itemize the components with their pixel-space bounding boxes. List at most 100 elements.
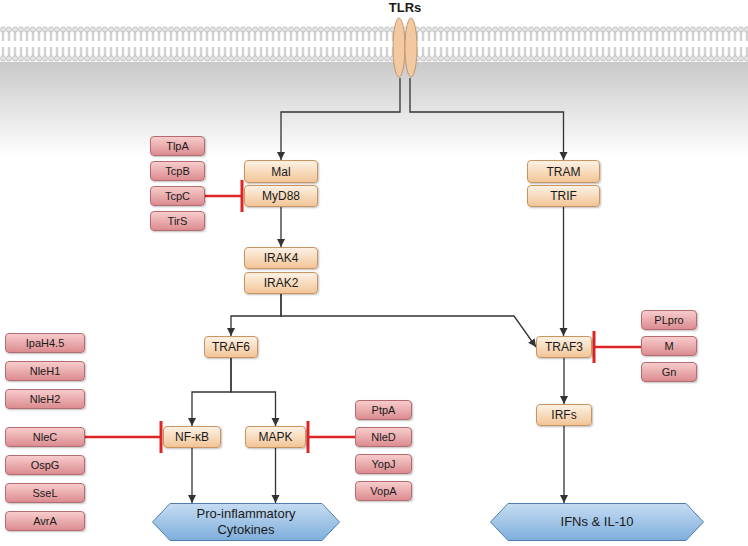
- node-label: TlpA: [166, 140, 189, 152]
- effector-box: PtpA: [355, 400, 412, 420]
- effector-box: TirS: [150, 211, 205, 231]
- effector-box: NleD: [355, 427, 412, 447]
- node-label: MAPK: [258, 430, 292, 444]
- node-label: IRAK2: [264, 276, 299, 290]
- effector-box: IpaH4.5: [5, 333, 85, 353]
- node-label: SseL: [32, 487, 57, 499]
- activation-connector: [281, 78, 400, 160]
- node-label: TcpC: [165, 190, 190, 202]
- activation-connector: [563, 207, 564, 336]
- signaling-protein-box: Mal: [244, 160, 318, 183]
- cytoplasm-shade: [0, 62, 748, 157]
- node-label: IFNs & IL-10: [561, 514, 634, 530]
- node-label: IRAK4: [264, 251, 299, 265]
- receptor: TLRs: [383, 0, 427, 78]
- connector-line: [192, 358, 231, 426]
- node-label: TRAF6: [212, 340, 250, 354]
- node-label: Gn: [662, 366, 677, 378]
- effector-box: TlpA: [150, 136, 205, 156]
- activation-connector: [275, 448, 276, 503]
- inhibition-connector: [308, 421, 355, 453]
- connector-line: [563, 207, 564, 336]
- signaling-protein-box: TRAF6: [204, 336, 258, 358]
- node-label: PLpro: [654, 314, 683, 326]
- node-label: OspG: [31, 459, 60, 471]
- node-label: IRFs: [551, 408, 576, 422]
- activation-connector: [564, 426, 565, 503]
- node-label: M: [664, 340, 673, 352]
- activation-connector: [281, 294, 536, 347]
- connector-line: [231, 358, 276, 426]
- connector-line: [191, 448, 192, 503]
- node-label: TRIF: [550, 189, 577, 203]
- effector-box: M: [641, 336, 697, 356]
- signaling-protein-box: IRAK2: [244, 272, 318, 294]
- connector-line: [85, 436, 161, 439]
- node-label: Pro-inflammatory Cytokines: [181, 506, 311, 537]
- effector-box: PLpro: [641, 310, 697, 330]
- inhibition-bar: [593, 331, 596, 363]
- effector-box: NleH1: [5, 361, 85, 381]
- inhibition-connector: [594, 331, 641, 363]
- signaling-protein-box: IRAK4: [244, 247, 318, 269]
- effector-box: OspG: [5, 455, 85, 475]
- node-label: PtpA: [372, 404, 396, 416]
- node-label: NleD: [371, 431, 395, 443]
- activation-connector: [410, 78, 564, 160]
- connector-line: [281, 294, 536, 347]
- inhibition-bar: [307, 421, 310, 453]
- connector-line: [281, 78, 400, 160]
- node-label: NF-κB: [175, 430, 209, 444]
- activation-connector: [281, 207, 282, 247]
- connector-line: [563, 426, 564, 503]
- connector-line: [231, 294, 281, 336]
- inhibition-connector: [85, 421, 161, 453]
- signaling-protein-box: MAPK: [245, 426, 306, 448]
- activation-connector: [192, 448, 193, 503]
- receptor-chain: [393, 18, 405, 77]
- connector-line: [308, 436, 355, 439]
- effector-box: TcpB: [150, 161, 205, 181]
- effector-box: NleC: [5, 427, 85, 447]
- hexagon-outline: [153, 504, 340, 541]
- signaling-protein-box: TRAM: [527, 160, 600, 183]
- output-hexagon: IFNs & IL-10: [490, 503, 704, 541]
- effector-box: AvrA: [5, 511, 85, 531]
- node-label: TLRs: [389, 0, 422, 15]
- node-label: TRAM: [547, 165, 581, 179]
- effector-box: YopJ: [355, 454, 412, 474]
- effector-box: Gn: [641, 362, 697, 382]
- node-label: MyD88: [262, 189, 300, 203]
- connector-line: [563, 358, 564, 404]
- signaling-protein-box: NF-κB: [163, 426, 221, 448]
- node-label: NleH1: [30, 365, 61, 377]
- connector-line: [205, 195, 242, 198]
- hexagon-outline: [491, 504, 704, 541]
- connector-line: [280, 207, 281, 247]
- connector-line: [594, 346, 641, 349]
- node-label: TcpB: [165, 165, 189, 177]
- activation-connector: [231, 358, 276, 426]
- node-label: NleH2: [30, 393, 61, 405]
- signaling-protein-box: TRIF: [527, 185, 600, 207]
- node-label: IpaH4.5: [26, 337, 65, 349]
- signaling-protein-box: TRAF3: [536, 336, 592, 358]
- connector-line: [410, 78, 564, 160]
- output-hexagon: Pro-inflammatory Cytokines: [152, 503, 340, 541]
- effector-box: TcpC: [150, 186, 205, 206]
- receptor-chain: [405, 18, 417, 77]
- signaling-protein-box: MyD88: [244, 185, 318, 207]
- node-label: NleC: [33, 431, 57, 443]
- activation-connector: [231, 294, 281, 336]
- effector-box: SseL: [5, 483, 85, 503]
- lipid-bilayer: [0, 26, 748, 62]
- signaling-protein-box: IRFs: [536, 404, 592, 426]
- node-label: TirS: [168, 215, 188, 227]
- effector-box: NleH2: [5, 389, 85, 409]
- connector-line: [275, 448, 276, 503]
- node-label: TRAF3: [545, 340, 583, 354]
- activation-connector: [192, 358, 231, 426]
- node-label: VopA: [370, 485, 396, 497]
- inhibition-connector: [205, 180, 242, 212]
